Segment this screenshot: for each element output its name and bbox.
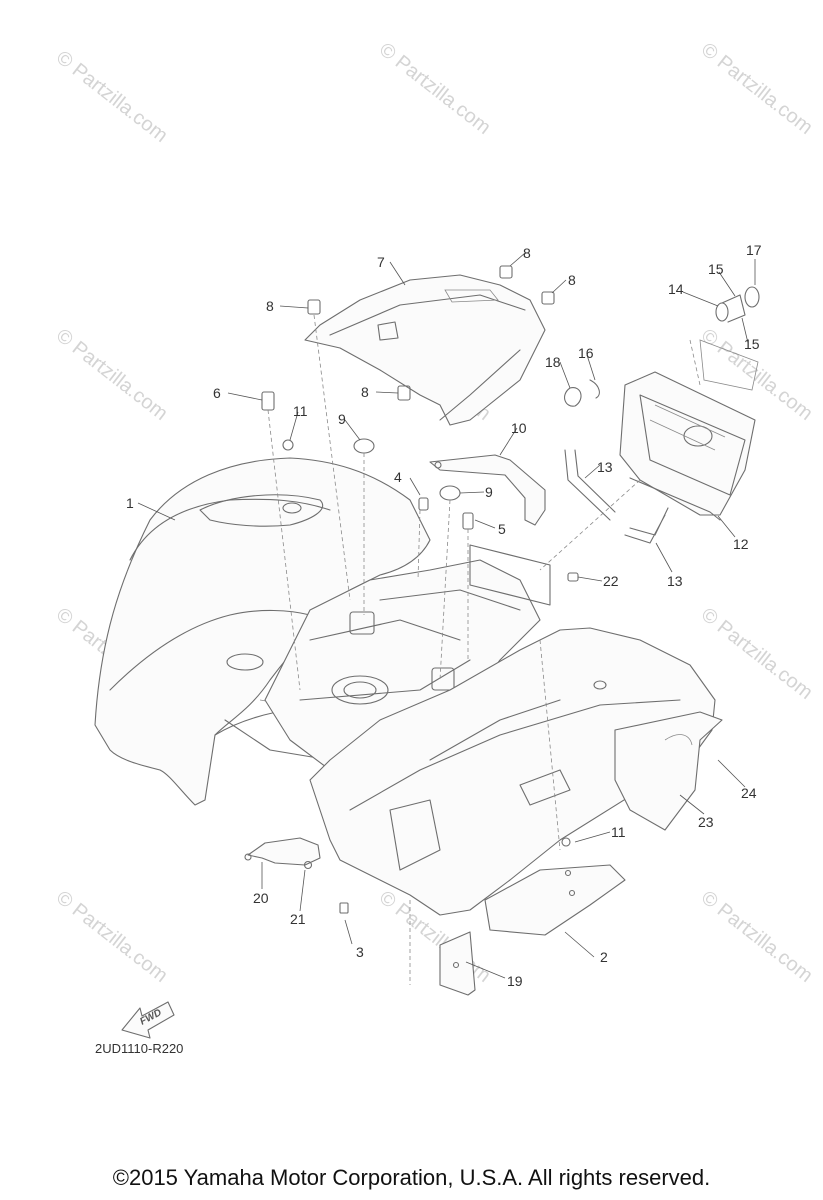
callout-8: 8 <box>568 272 576 288</box>
watermark: © Partzilla.com <box>52 325 172 425</box>
mud-flap-part <box>439 931 476 996</box>
callout-21: 21 <box>290 911 306 927</box>
watermark: © Partzilla.com <box>52 47 172 147</box>
callout-19: 19 <box>507 973 523 989</box>
callout-11: 11 <box>293 403 308 419</box>
clip-part <box>564 379 600 407</box>
storage-box-part <box>619 371 756 521</box>
diagram-code-label: 2UD1110-R220 <box>95 1041 184 1056</box>
callout-8: 8 <box>523 245 531 261</box>
callout-15: 15 <box>744 336 760 352</box>
callout-11: 11 <box>611 824 626 840</box>
callout-10: 10 <box>511 420 527 436</box>
watermark: © Partzilla.com <box>697 604 817 704</box>
callout-9: 9 <box>338 411 346 427</box>
watermark: © Partzilla.com <box>697 887 817 987</box>
callout-17: 17 <box>746 242 762 258</box>
cap-assembly-part <box>699 286 760 391</box>
callout-12: 12 <box>733 536 749 552</box>
fwd-direction-arrow: FWD <box>121 1001 175 1039</box>
callout-5: 5 <box>498 521 506 537</box>
callout-20: 20 <box>253 890 269 906</box>
callout-labels: 1 2 3 4 5 6 7 8 8 8 8 9 9 10 11 11 12 13… <box>126 242 762 989</box>
callout-1: 1 <box>126 495 134 511</box>
callout-3: 3 <box>356 944 364 960</box>
callout-13: 13 <box>667 573 683 589</box>
callout-18: 18 <box>545 354 561 370</box>
bracket-part <box>429 454 546 526</box>
copyright-notice: ©2015 Yamaha Motor Corporation, U.S.A. A… <box>112 1165 711 1190</box>
callout-8: 8 <box>266 298 274 314</box>
leader-lines <box>137 252 756 979</box>
callout-14: 14 <box>668 281 684 297</box>
watermark: © Partzilla.com <box>52 887 172 987</box>
callout-15: 15 <box>708 261 724 277</box>
rear-fender-part <box>309 627 723 936</box>
front-fender-part <box>94 457 441 806</box>
callout-24: 24 <box>741 785 757 801</box>
callout-13: 13 <box>597 459 613 475</box>
watermark: © Partzilla.com <box>375 39 495 139</box>
callout-6: 6 <box>213 385 221 401</box>
callout-7: 7 <box>377 254 385 270</box>
hose-part <box>564 449 669 544</box>
lower-bracket-part <box>244 837 321 870</box>
callout-9: 9 <box>485 484 493 500</box>
callout-16: 16 <box>578 345 594 361</box>
callout-2: 2 <box>600 949 608 965</box>
callout-4: 4 <box>394 469 402 485</box>
callout-22: 22 <box>603 573 619 589</box>
assembly-lines <box>267 314 701 985</box>
callout-8: 8 <box>361 384 369 400</box>
watermark: © Partzilla.com <box>697 39 817 139</box>
callout-23: 23 <box>698 814 714 830</box>
seat-cover-part <box>304 274 546 426</box>
